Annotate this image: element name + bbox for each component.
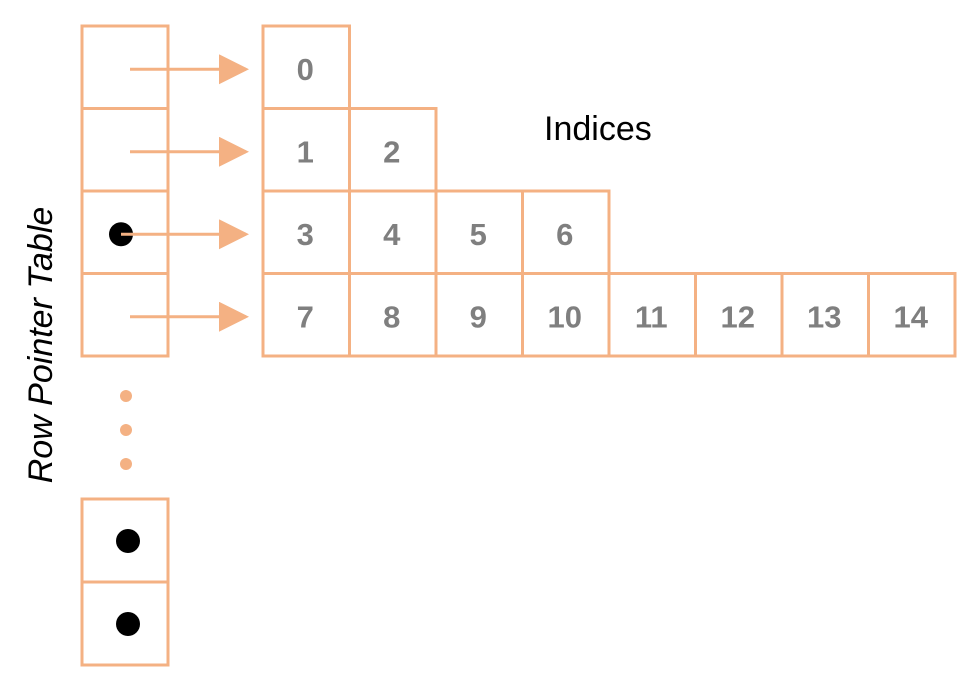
index-cell [780, 272, 870, 358]
row-pointer-table [80, 24, 170, 358]
index-cell [261, 189, 351, 275]
index-value: 0 [297, 52, 314, 87]
indices-label: Indices [544, 110, 652, 148]
index-cell [348, 272, 438, 358]
index-value: 13 [807, 299, 841, 334]
index-value: 5 [470, 217, 487, 252]
pointer-arrows [121, 54, 249, 332]
index-value: 9 [470, 299, 487, 334]
index-cell [607, 272, 697, 358]
index-value: 10 [548, 299, 582, 334]
row-pointer-table-continued [80, 497, 170, 667]
index-value: 6 [556, 217, 573, 252]
pointer-dot [116, 529, 140, 553]
row-pointer-table-label: Row Pointer Table [22, 207, 60, 484]
index-value: 8 [383, 299, 400, 334]
index-value: 7 [297, 299, 314, 334]
index-cell [694, 272, 784, 358]
pointer-cell [80, 24, 170, 110]
index-cell [348, 107, 438, 193]
index-value: 2 [383, 134, 400, 169]
index-cell [261, 272, 351, 358]
pointer-cell [80, 107, 170, 193]
index-value: 11 [635, 299, 668, 334]
index-cell [261, 107, 351, 193]
index-value: 4 [383, 217, 401, 252]
ellipsis-dot [120, 458, 132, 470]
index-value: 3 [297, 217, 314, 252]
index-value: 14 [894, 299, 929, 334]
pointer-dot [116, 612, 140, 636]
index-cell [521, 189, 611, 275]
index-cell [867, 272, 957, 358]
ellipsis-dots [120, 390, 132, 470]
index-cell [348, 189, 438, 275]
index-value: 12 [721, 299, 755, 334]
ellipsis-dot [120, 390, 132, 402]
pointer-cell [80, 272, 170, 358]
index-value: 1 [297, 134, 314, 169]
ellipsis-dot [120, 424, 132, 436]
